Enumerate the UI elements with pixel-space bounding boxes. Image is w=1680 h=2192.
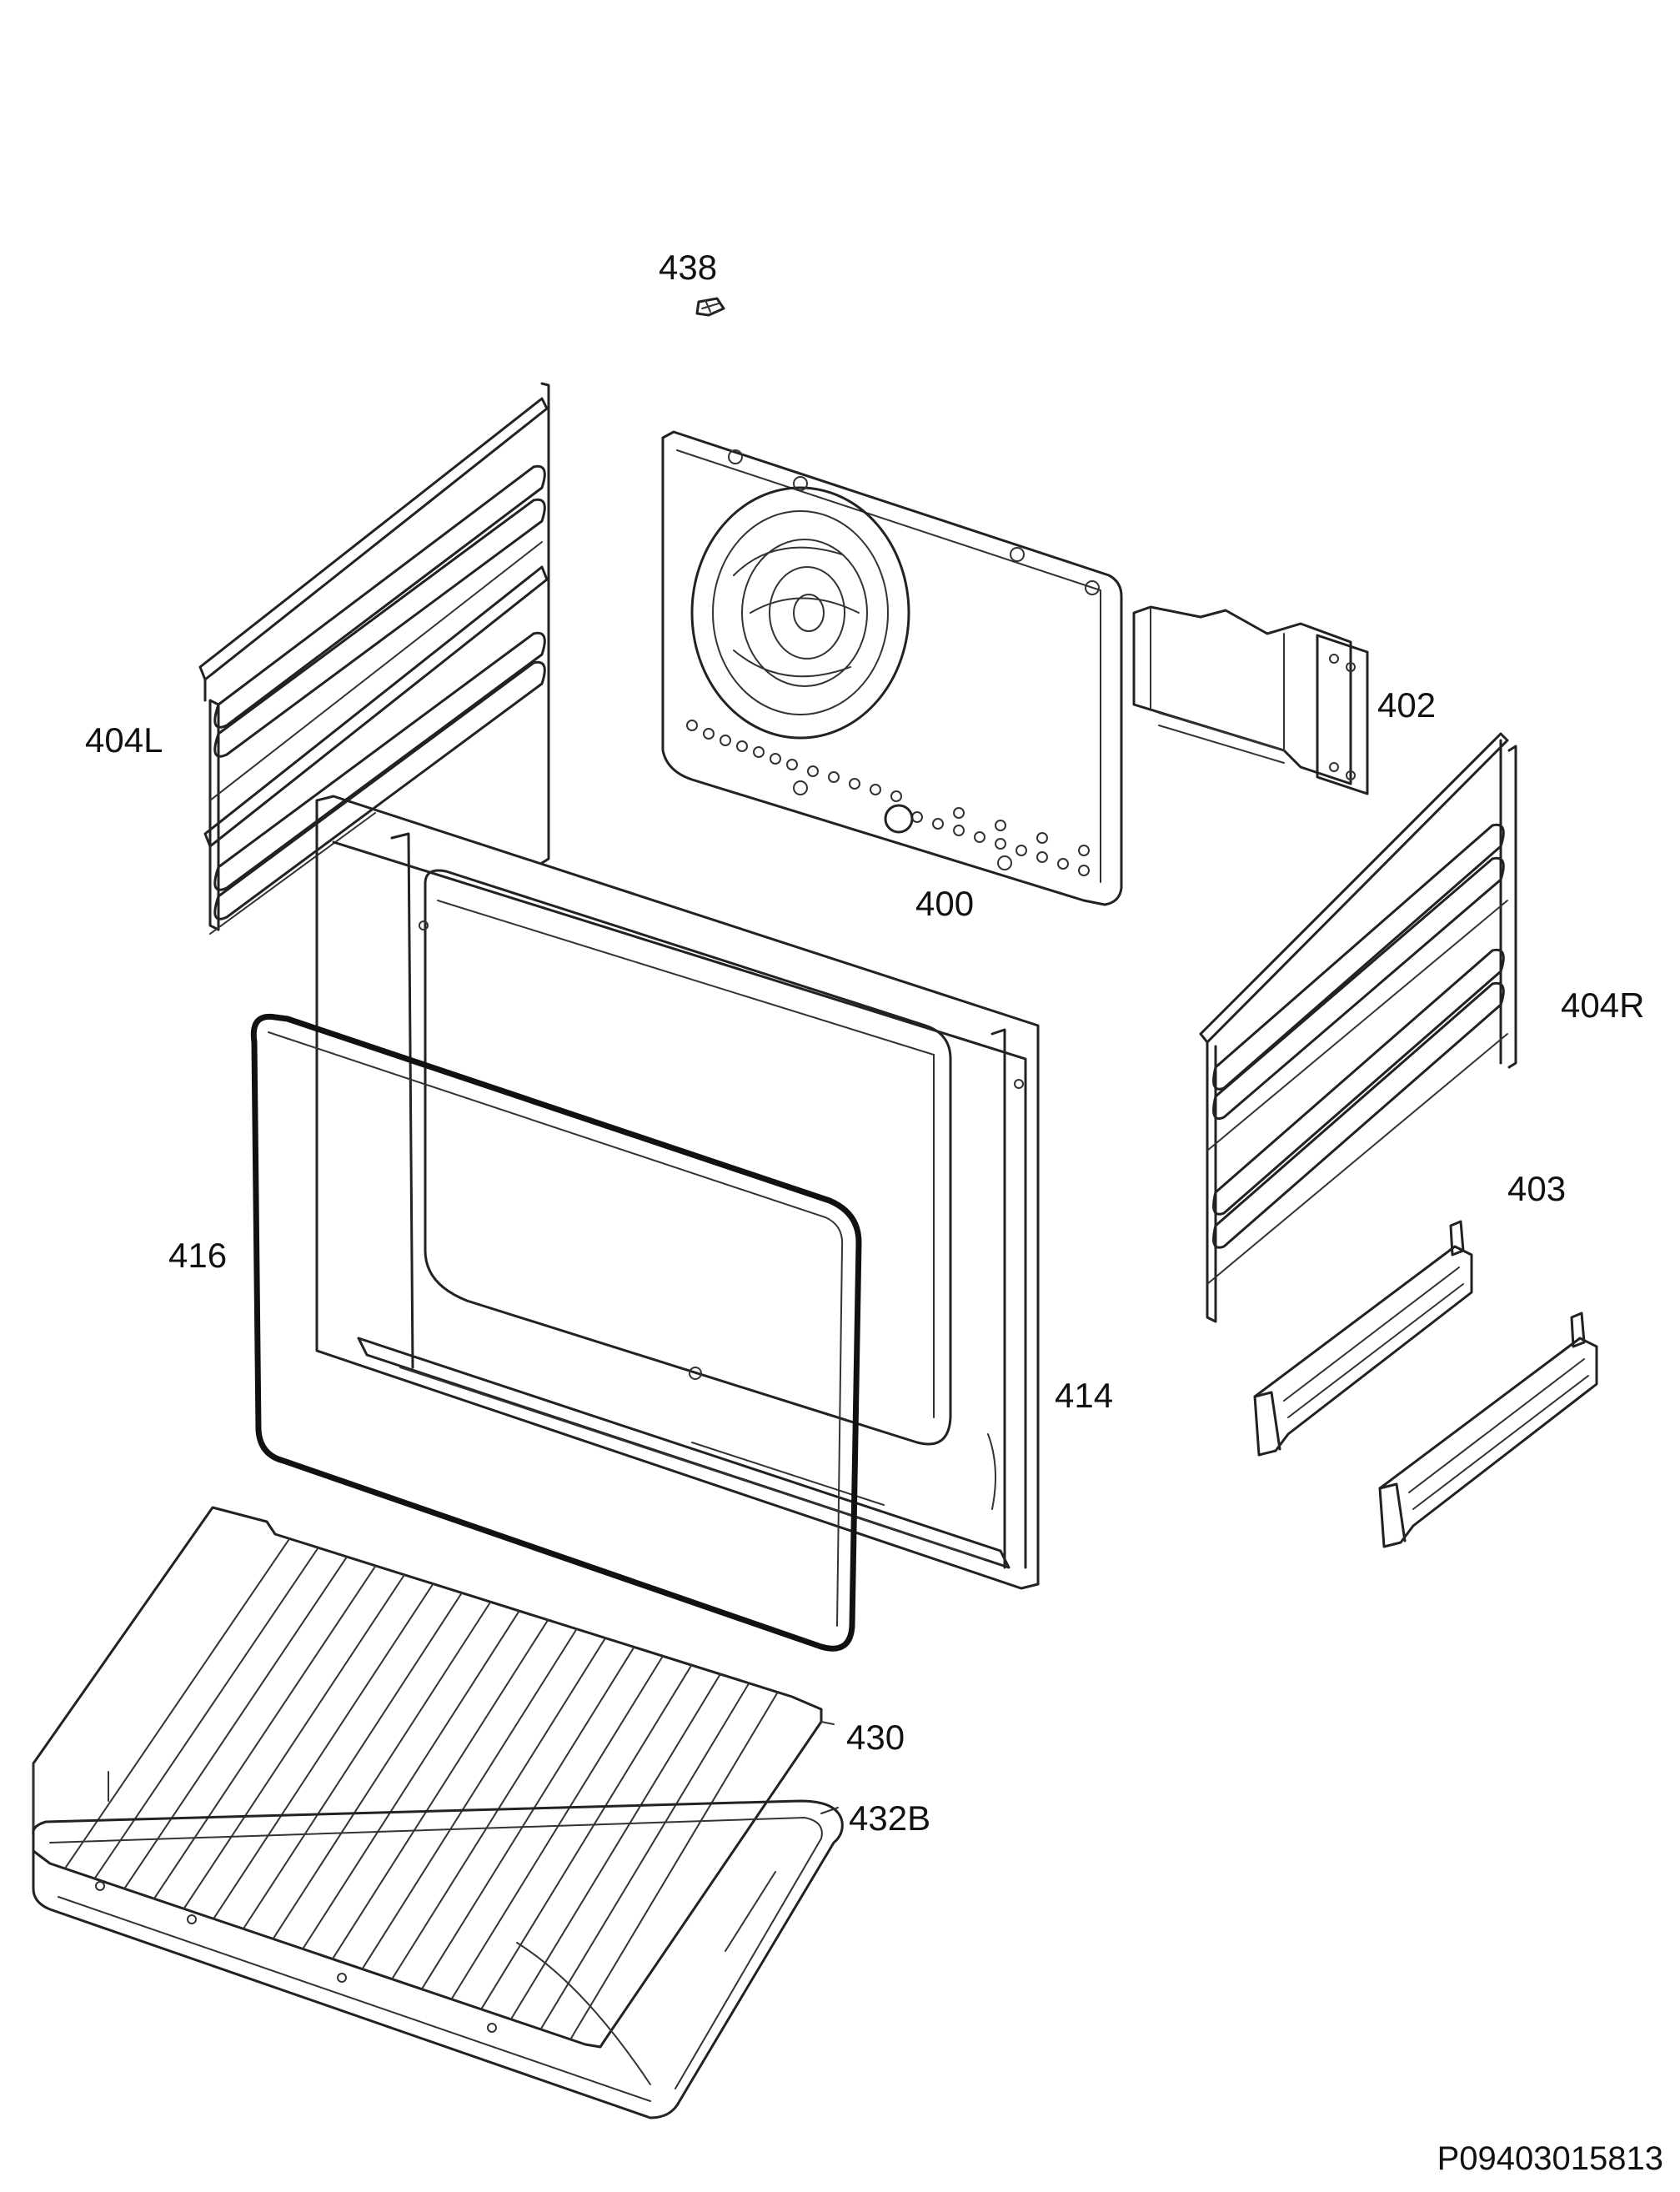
label-404L: 404L — [85, 720, 163, 760]
part-403-runner-rails — [1253, 1220, 1598, 1548]
rack-bar — [331, 1618, 549, 1960]
rack-bar — [569, 1691, 779, 2040]
rack-bar — [63, 1537, 291, 1870]
label-416: 416 — [168, 1236, 227, 1275]
label-432B: 432B — [849, 1798, 930, 1838]
label-402: 402 — [1377, 685, 1436, 725]
rack-bar — [509, 1673, 721, 2020]
label-400: 400 — [915, 884, 974, 923]
part-404L-left-shelf-support — [198, 382, 550, 935]
part-416-door-seal — [250, 1013, 862, 1652]
leader-lines — [820, 1721, 839, 1814]
rack-bar — [213, 1583, 434, 1920]
label-414: 414 — [1055, 1376, 1113, 1415]
part-402-rear-bracket — [1132, 605, 1369, 795]
part-432B-tray — [32, 1799, 844, 2119]
rack-bar — [420, 1646, 635, 1990]
part-404R-right-shelf-support — [1199, 732, 1517, 1323]
rack-bar — [183, 1573, 405, 1910]
drawing-number: P09403015813 — [1437, 2140, 1663, 2177]
rack-bar — [302, 1610, 520, 1950]
rack-bar — [153, 1564, 377, 1900]
rack-bar — [93, 1547, 319, 1880]
rack-bar — [361, 1628, 578, 1970]
part-438-clip — [695, 297, 725, 317]
rack-bar — [480, 1664, 693, 2010]
rack-bar — [272, 1601, 492, 1940]
label-403: 403 — [1507, 1169, 1566, 1208]
part-430-wire-rack — [32, 1506, 823, 2049]
label-404R: 404R — [1561, 986, 1644, 1025]
label-430: 430 — [846, 1718, 905, 1757]
rack-bar — [242, 1592, 463, 1930]
rack-bar — [450, 1655, 664, 2000]
rack-bar — [539, 1682, 750, 2030]
part-400-back-panel — [661, 430, 1123, 906]
label-438: 438 — [659, 248, 717, 287]
part-414-front-frame — [315, 795, 1040, 1590]
rack-bar — [123, 1556, 349, 1890]
